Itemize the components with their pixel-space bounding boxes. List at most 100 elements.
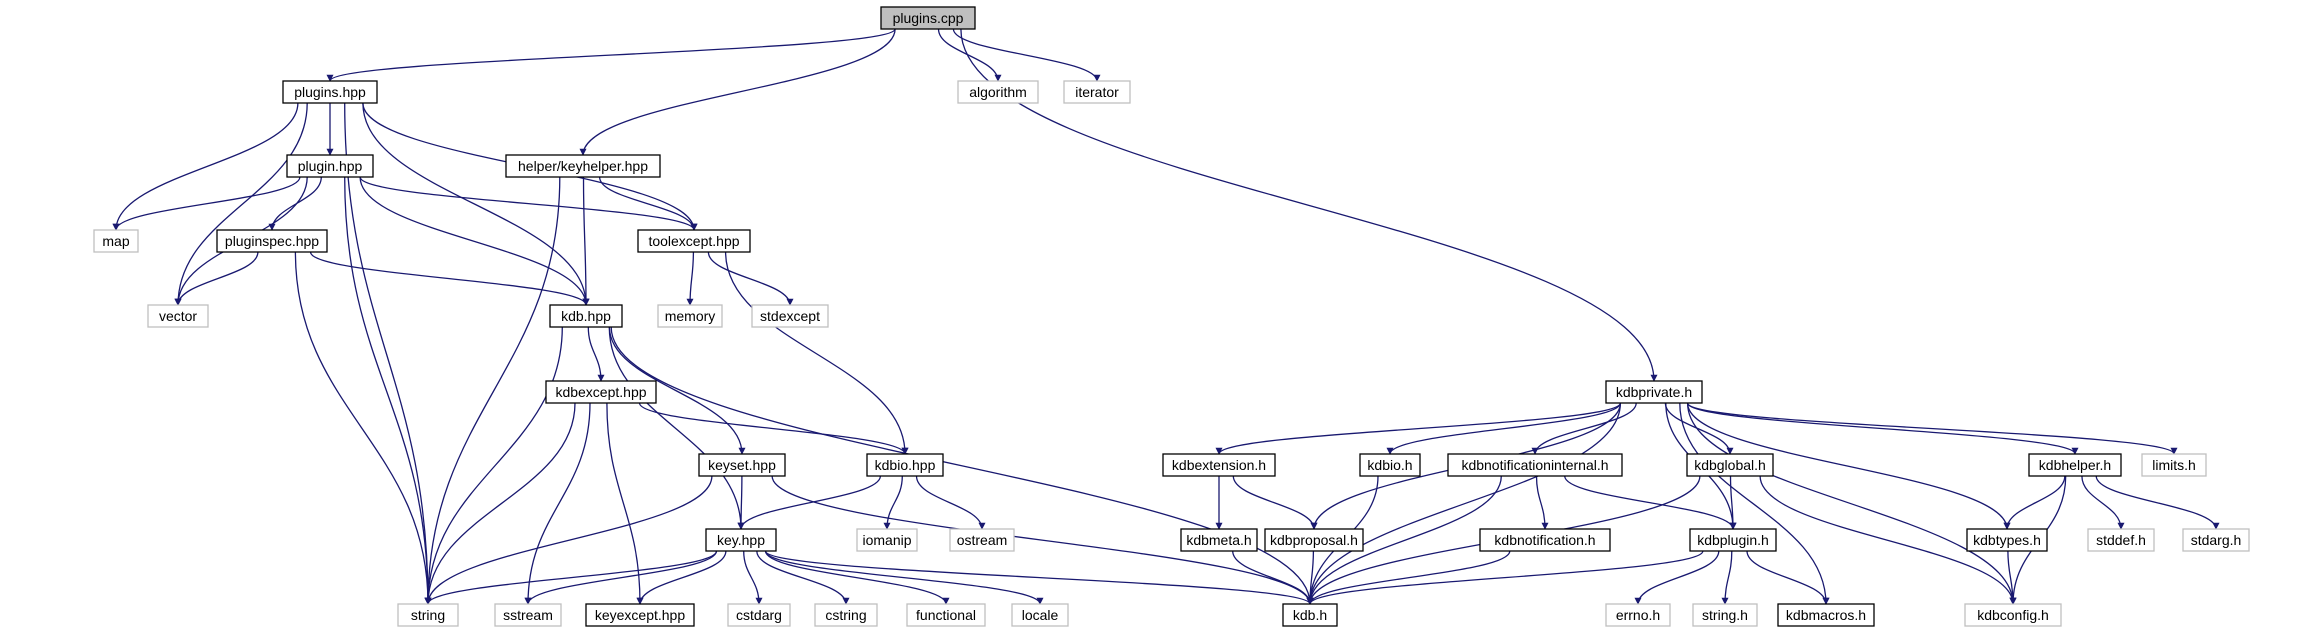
node-label: helper/keyhelper.hpp — [518, 158, 648, 174]
edge-toolexcept-hpp-to-kdbio-hpp — [724, 251, 909, 455]
edge-kdbtypes-h-to-kdbconfig-h — [2007, 550, 2017, 605]
node-helper-keyhelper-hpp[interactable]: helper/keyhelper.hpp — [505, 154, 661, 178]
node-box — [545, 380, 657, 404]
node-box — [93, 229, 139, 253]
node-label: string.h — [1702, 607, 1748, 623]
edge-kdbprivate-h-to-kdbhelper-h — [1686, 402, 2079, 455]
node-box — [698, 453, 786, 477]
node-label: kdbplugin.h — [1697, 532, 1769, 548]
node-label: stdexcept — [760, 308, 820, 324]
node-box — [494, 603, 562, 627]
node-kdb-h[interactable]: kdb.h — [1282, 603, 1338, 627]
edge-kdbnotification-h-to-kdb-h — [1306, 550, 1511, 605]
edge-key-hpp-to-kdb-h — [764, 550, 1314, 605]
node-label: cstdarg — [736, 607, 782, 623]
node-kdbmeta-h[interactable]: kdbmeta.h — [1180, 528, 1258, 552]
node-kdbnotification-h[interactable]: kdbnotification.h — [1479, 528, 1611, 552]
node-box — [1605, 380, 1703, 404]
node-box — [2141, 453, 2207, 477]
node-kdbhelper-h[interactable]: kdbhelper.h — [2028, 453, 2122, 477]
node-iomanip: iomanip — [856, 528, 918, 552]
edge-kdbnotificationinternal-h-to-kdbnotification-h — [1535, 475, 1549, 530]
node-string-h: string.h — [1692, 603, 1758, 627]
edge-plugins-hpp-to-map — [112, 102, 299, 231]
node-kdbprivate-h[interactable]: kdbprivate.h — [1605, 380, 1703, 404]
node-pluginspec-hpp[interactable]: pluginspec.hpp — [216, 229, 328, 253]
edges-layer — [112, 28, 2220, 605]
edge-plugin-hpp-to-map — [112, 176, 301, 231]
node-box — [505, 154, 661, 178]
node-box — [1359, 453, 1421, 477]
edge-pluginspec-hpp-to-vector — [174, 251, 259, 306]
node-toolexcept-hpp[interactable]: toolexcept.hpp — [637, 229, 751, 253]
node-kdbio-h[interactable]: kdbio.h — [1359, 453, 1421, 477]
node-box — [1282, 603, 1338, 627]
node-functional: functional — [906, 603, 986, 627]
edge-kdbprivate-h-to-kdbmacros-h — [1679, 402, 1830, 605]
node-kdbtypes-h[interactable]: kdbtypes.h — [1966, 528, 2048, 552]
edge-plugins-cpp-to-helper-keyhelper-hpp — [579, 28, 896, 156]
node-box — [1686, 453, 1774, 477]
node-box — [549, 304, 623, 328]
node-plugin-hpp[interactable]: plugin.hpp — [286, 154, 374, 178]
node-memory: memory — [657, 304, 723, 328]
edge-kdb-hpp-to-kdbexcept-hpp — [587, 326, 605, 382]
node-label: kdbexcept.hpp — [555, 384, 646, 400]
node-stdexcept: stdexcept — [751, 304, 829, 328]
node-cstring: cstring — [814, 603, 878, 627]
node-kdbexcept-hpp[interactable]: kdbexcept.hpp — [545, 380, 657, 404]
node-stdarg-h: stdarg.h — [2182, 528, 2250, 552]
edge-kdbplugin-h-to-kdbmacros-h — [1746, 550, 1830, 605]
edge-kdbio-hpp-to-ostream — [915, 475, 986, 530]
node-kdbplugin-h[interactable]: kdbplugin.h — [1689, 528, 1777, 552]
node-keyexcept-hpp[interactable]: keyexcept.hpp — [585, 603, 695, 627]
node-vector: vector — [147, 304, 209, 328]
node-label: limits.h — [2152, 457, 2196, 473]
node-label: kdbmacros.h — [1786, 607, 1866, 623]
node-plugins-cpp[interactable]: plugins.cpp — [880, 6, 976, 30]
node-ostream: ostream — [949, 528, 1015, 552]
edge-kdbplugin-h-to-string-h — [1721, 550, 1733, 605]
edge-plugin-hpp-to-string — [344, 176, 432, 605]
node-cstdarg: cstdarg — [727, 603, 791, 627]
node-algorithm: algorithm — [957, 80, 1039, 104]
node-box — [1180, 528, 1258, 552]
node-kdbextension-h[interactable]: kdbextension.h — [1162, 453, 1276, 477]
node-kdbio-hpp[interactable]: kdbio.hpp — [866, 453, 944, 477]
node-kdbmacros-h[interactable]: kdbmacros.h — [1777, 603, 1875, 627]
node-box — [286, 154, 374, 178]
edge-kdbprivate-h-to-kdbnotificationinternal-h — [1531, 402, 1637, 455]
edge-plugins-cpp-to-plugins-hpp — [326, 28, 896, 82]
edge-plugins-cpp-to-iterator — [952, 28, 1101, 82]
edge-kdbhelper-h-to-stdarg-h — [2095, 475, 2220, 530]
edge-keyset-hpp-to-kdb-h — [771, 475, 1314, 605]
node-keyset-hpp[interactable]: keyset.hpp — [698, 453, 786, 477]
node-stddef-h: stddef.h — [2087, 528, 2155, 552]
node-box — [1777, 603, 1875, 627]
node-label: kdbio.h — [1367, 457, 1412, 473]
node-label: pluginspec.hpp — [225, 233, 319, 249]
node-box — [1605, 603, 1671, 627]
node-label: key.hpp — [717, 532, 765, 548]
node-sstream: sstream — [494, 603, 562, 627]
node-label: kdbproposal.h — [1270, 532, 1358, 548]
node-label: plugins.cpp — [893, 10, 964, 26]
node-box — [637, 229, 751, 253]
edge-kdbextension-h-to-kdbproposal-h — [1232, 475, 1318, 530]
node-plugins-hpp[interactable]: plugins.hpp — [282, 80, 378, 104]
node-label: memory — [665, 308, 716, 324]
node-kdbconfig-h: kdbconfig.h — [1964, 603, 2062, 627]
node-box — [397, 603, 459, 627]
node-kdb-hpp[interactable]: kdb.hpp — [549, 304, 623, 328]
node-label: iomanip — [862, 532, 911, 548]
node-kdbnotificationinternal-h[interactable]: kdbnotificationinternal.h — [1447, 453, 1623, 477]
edge-plugins-hpp-to-vector — [174, 102, 308, 306]
node-kdbproposal-h[interactable]: kdbproposal.h — [1264, 528, 1364, 552]
node-box — [1479, 528, 1611, 552]
edge-kdbprivate-h-to-kdbconfig-h — [1686, 402, 2017, 605]
node-key-hpp[interactable]: key.hpp — [705, 528, 777, 552]
node-box — [727, 603, 791, 627]
node-kdbglobal-h[interactable]: kdbglobal.h — [1686, 453, 1774, 477]
edge-pluginspec-hpp-to-string — [294, 251, 432, 605]
